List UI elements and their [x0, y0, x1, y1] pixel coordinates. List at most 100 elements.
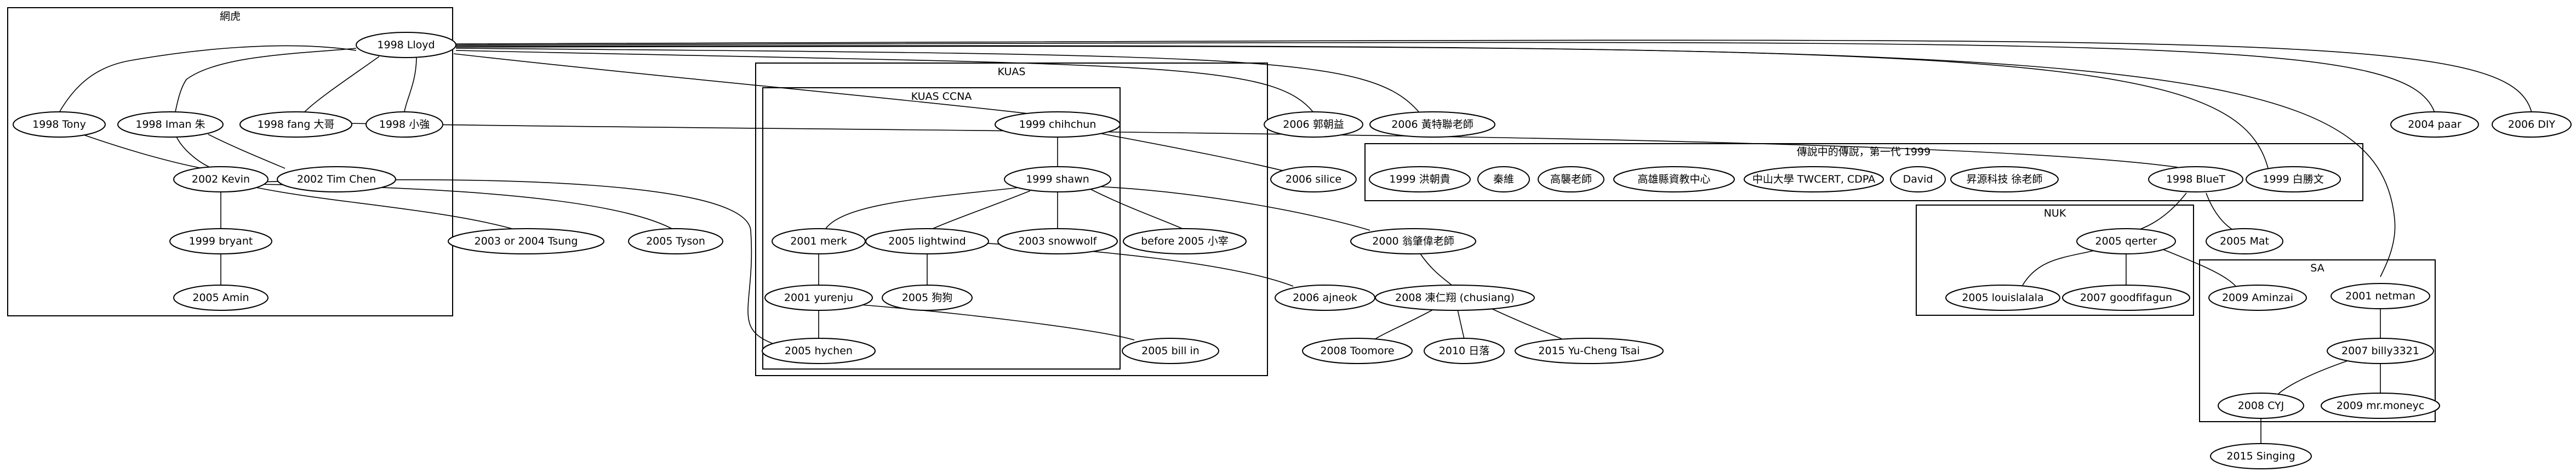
- edge-tony-kevin: [82, 134, 206, 169]
- node-label: 2005 qerter: [2095, 235, 2157, 247]
- node: 2003 or 2004 Tsung: [448, 228, 604, 254]
- node: 2007 goodfifagun: [2062, 285, 2190, 311]
- node-label: 2001 merk: [790, 235, 847, 247]
- node-label: 2007 goodfifagun: [2080, 292, 2172, 304]
- node-label: 2005 bill in: [1141, 345, 1200, 357]
- node-label: 1998 Tony: [32, 118, 86, 130]
- node-label: 2005 louislalala: [1962, 292, 2043, 304]
- cluster-title: NUK: [2044, 207, 2066, 219]
- node-label: 2008 CYJ: [2238, 400, 2284, 412]
- node-label: 2015 Yu-Cheng Tsai: [1538, 345, 1640, 357]
- node-label: 2008 Toomore: [1320, 345, 1394, 357]
- node: 2002 Tim Chen: [277, 166, 396, 192]
- node-label: 2006 silice: [1286, 173, 1341, 185]
- edge-lloyd-netman: [455, 45, 2396, 277]
- node-label: 2005 hychen: [785, 345, 853, 357]
- cluster-sa: SA: [2199, 259, 2436, 422]
- node: 秦維: [1477, 166, 1530, 192]
- edge-iman-timchen: [208, 134, 285, 169]
- node: 1998 BlueT: [2148, 166, 2243, 192]
- edge-shawn-before2005: [1090, 189, 1184, 230]
- node-label: 2009 Aminzai: [2222, 292, 2293, 304]
- node: 1998 Lloyd: [356, 32, 456, 58]
- node-label: 1999 白勝文: [2263, 173, 2323, 185]
- node: 1999 白勝文: [2246, 166, 2341, 192]
- node: 1999 bryant: [169, 228, 272, 254]
- edge-lloyd-xiaoqiang: [404, 56, 417, 112]
- node-label: 2007 billy3321: [2341, 345, 2419, 357]
- node: 昇源科技 徐老師: [1950, 166, 2059, 192]
- node-label: 2008 凍仁翔 (chusiang): [1395, 292, 1515, 304]
- node: 2005 狗狗: [882, 285, 973, 311]
- cluster-wanghu: 網虎: [7, 7, 453, 316]
- edge-lloyd-paar: [455, 42, 2435, 113]
- node: 2003 snowwolf: [997, 228, 1118, 254]
- node-label: 2010 日落: [1439, 345, 1489, 357]
- node-label: 2003 or 2004 Tsung: [475, 235, 578, 247]
- node-label: 1999 洪朝貴: [1389, 173, 1450, 185]
- edge-kevin-hychen: [257, 179, 779, 346]
- cluster-title: SA: [2310, 262, 2324, 274]
- cluster-kuas: KUAS: [755, 63, 1268, 376]
- node-label: 2001 yurenju: [784, 292, 853, 304]
- cluster-nuk: NUK: [1916, 205, 2194, 316]
- node: 2008 CYJ: [2218, 393, 2304, 419]
- node: 2000 翁肇偉老師: [1350, 228, 1476, 254]
- edge-chihchun-silice: [1090, 131, 1298, 175]
- node: 2006 郭朝益: [1264, 111, 1363, 138]
- node-label: 秦維: [1493, 173, 1514, 185]
- node: 2001 netman: [2331, 283, 2430, 309]
- edge-qerter-aminzai: [2158, 247, 2236, 287]
- node-label: 2006 ajneok: [1293, 292, 1357, 304]
- node: 2001 merk: [772, 228, 866, 254]
- node-label: before 2005 小宰: [1141, 235, 1229, 247]
- node: 2005 Amin: [173, 285, 269, 311]
- node-label: 2003 snowwolf: [1019, 235, 1098, 247]
- node: 2001 yurenju: [764, 285, 873, 311]
- edge-chusiang-yuchengtsai: [1490, 308, 1562, 339]
- edge-bluet-mat: [2206, 192, 2234, 231]
- node: 2005 qerter: [2076, 228, 2176, 254]
- node: 2015 Singing: [2210, 443, 2312, 469]
- node: 2006 ajneok: [1275, 285, 1375, 311]
- node: 高雄縣資教中心: [1613, 166, 1735, 192]
- node-label: 2005 狗狗: [902, 292, 952, 304]
- node: 2005 Mat: [2206, 228, 2283, 254]
- node: 2005 Tyson: [628, 228, 723, 254]
- node-label: 2006 郭朝益: [1283, 118, 1344, 130]
- node-label: 中山大學 TWCERT, CDPA: [1752, 173, 1875, 185]
- edge-teacher2000-chusiang: [1419, 252, 1454, 287]
- edge-fang-bluet: [351, 123, 2178, 168]
- edge-shawn-merk: [825, 187, 1020, 230]
- node: 中山大學 TWCERT, CDPA: [1744, 166, 1884, 192]
- node-label: 2000 翁肇偉老師: [1372, 235, 1454, 247]
- edge-lloyd-teacher2006: [455, 48, 1420, 113]
- edge-chusiang-toomore: [1375, 308, 1436, 339]
- node-label: 2015 Singing: [2226, 450, 2295, 462]
- node: 1998 fang 大哥: [239, 111, 352, 138]
- edge-qerter-louislalala: [2021, 249, 2099, 287]
- node-label: 2004 paar: [2408, 118, 2461, 130]
- edge-lloyd-chihchun: [453, 53, 1052, 117]
- node-label: 2005 lightwind: [888, 235, 966, 247]
- node: 1998 Tony: [13, 111, 106, 138]
- edge-billy3321-cyj: [2278, 359, 2351, 394]
- cluster-title: KUAS CCNA: [911, 90, 972, 103]
- node: 2004 paar: [2390, 111, 2479, 138]
- node: 2008 Toomore: [1302, 338, 1413, 364]
- node: 1999 洪朝貴: [1369, 166, 1471, 192]
- node: 高襲老師: [1538, 166, 1604, 192]
- node: 2002 Kevin: [173, 166, 269, 192]
- node: 2008 凍仁翔 (chusiang): [1375, 285, 1535, 311]
- node-label: 2005 Amin: [192, 292, 249, 304]
- node-label: 2005 Tyson: [646, 235, 705, 247]
- node-label: 1999 shawn: [1026, 173, 1089, 185]
- node-label: 昇源科技 徐老師: [1966, 173, 2042, 185]
- node: 1999 shawn: [1004, 166, 1111, 192]
- node: 2005 lightwind: [865, 228, 989, 254]
- node-label: 高襲老師: [1550, 173, 1592, 185]
- node-label: 1998 小強: [379, 118, 430, 130]
- edge-iman-kevin: [175, 134, 212, 168]
- node-label: 2002 Kevin: [192, 173, 250, 185]
- node-label: 2002 Tim Chen: [297, 173, 376, 185]
